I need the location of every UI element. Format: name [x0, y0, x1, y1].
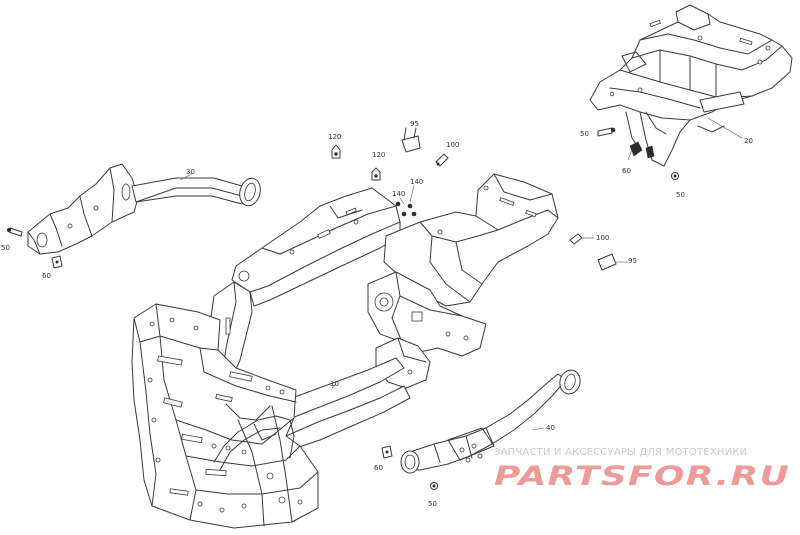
clip-100-a: [435, 153, 449, 167]
bolt-120-a: [331, 144, 341, 159]
callout-120-a: 120: [328, 133, 341, 141]
bolt-50-bottom: [430, 482, 438, 490]
nut-60-left: [51, 255, 63, 269]
bracket-95-b: [597, 253, 628, 271]
callout-10: 10: [330, 380, 339, 388]
callout-140-a: 140: [392, 190, 405, 198]
bracket-95-a: [401, 127, 421, 153]
nut-50-topright: [671, 172, 679, 180]
part-10-main-frame: [131, 173, 559, 529]
nut-60-bottom: [381, 445, 393, 459]
callout-95-a: 95: [410, 120, 419, 128]
callout-50-topright: 50: [580, 130, 589, 138]
callout-60-left: 60: [42, 272, 51, 280]
callout-140-b: 140: [410, 178, 423, 186]
callout-40: 40: [546, 424, 555, 432]
callout-120-b: 120: [372, 151, 385, 159]
callout-100-b: 100: [596, 234, 609, 242]
clip-100-b: [569, 233, 594, 245]
bolt-50-left: [6, 227, 23, 237]
part-40-lower-arm: [400, 369, 581, 474]
callout-20: 20: [744, 137, 753, 145]
callout-50-bottom: 50: [428, 500, 437, 508]
bolt-120-b: [371, 167, 381, 181]
part-30-upper-arm: [27, 163, 261, 255]
callout-95-b: 95: [628, 257, 637, 265]
watermark-logo: PARTSFOR.RU: [494, 461, 790, 492]
part-20-rear-subframe: [589, 4, 793, 167]
callout-30: 30: [186, 168, 195, 176]
bolt-50-topright: [597, 127, 616, 137]
bolts-140: [395, 185, 417, 217]
callout-50-left: 50: [1, 244, 10, 252]
callout-60-topright: 60: [622, 167, 631, 175]
callout-50-topright2: 50: [676, 191, 685, 199]
callout-60-bottom: 60: [374, 464, 383, 472]
watermark-caption: ЗАПЧАСТИ И АКСЕССУАРЫ ДЛЯ МОТОТЕХНИКИ: [494, 447, 747, 458]
callout-100-a: 100: [446, 141, 459, 149]
